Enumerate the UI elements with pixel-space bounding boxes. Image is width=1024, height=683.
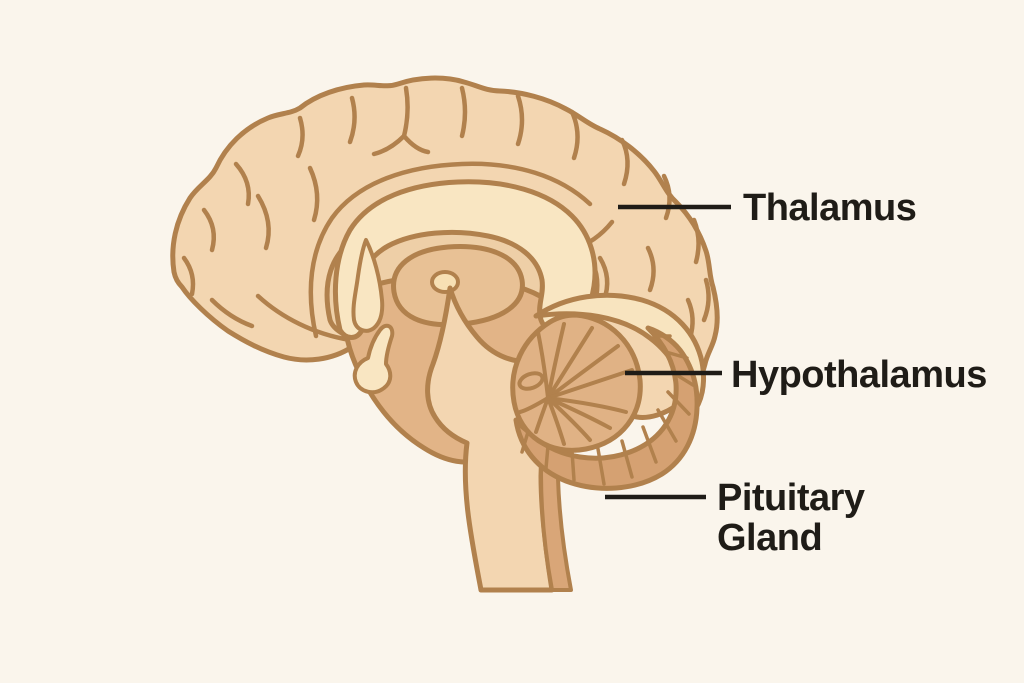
arbor-line bbox=[534, 396, 550, 434]
arbor-line bbox=[546, 344, 620, 400]
sulcus-line bbox=[569, 109, 580, 161]
sulcus-line bbox=[459, 85, 468, 139]
band-stripe-line bbox=[520, 430, 530, 454]
cingulate-sulcus-line bbox=[308, 161, 593, 339]
interthalamic-adhesion-circle bbox=[430, 270, 460, 294]
band-stripe-line bbox=[570, 449, 576, 482]
pituitary-label-line1: Pituitary bbox=[717, 477, 865, 519]
arbor-line bbox=[546, 396, 592, 442]
arbor-loop bbox=[517, 371, 545, 391]
band-stripe-line bbox=[666, 390, 691, 416]
sulcus-line bbox=[401, 133, 431, 155]
sulcus-line bbox=[307, 165, 320, 223]
pituitary-label-line2: Gland bbox=[717, 517, 822, 559]
arbor-line bbox=[546, 396, 566, 446]
sulcus-line bbox=[619, 137, 630, 187]
sulcus-line bbox=[661, 173, 672, 221]
sulcus-line bbox=[181, 255, 196, 297]
band-stripe-line bbox=[664, 350, 689, 360]
band-stripe-line bbox=[641, 425, 658, 464]
sulcus-line bbox=[401, 85, 410, 139]
tentorium-shape bbox=[533, 292, 707, 417]
band-stripe-line bbox=[544, 444, 550, 470]
arbor-line bbox=[546, 368, 634, 400]
cerebellum-group bbox=[510, 292, 707, 491]
sulcus-line bbox=[645, 245, 656, 293]
sulcus-line bbox=[515, 93, 525, 147]
pituitary-stalk-shape bbox=[352, 323, 395, 395]
hypothalamus-label: Hypothalamus bbox=[731, 354, 987, 396]
arbor-line bbox=[518, 396, 550, 414]
band-stripe-line bbox=[596, 447, 606, 486]
arbor-line bbox=[546, 396, 612, 430]
sulcus-line bbox=[295, 115, 305, 159]
cerebellum-arbor-vitae-lines bbox=[517, 322, 634, 446]
sulcus-line bbox=[701, 277, 711, 323]
arbor-line bbox=[536, 330, 550, 400]
arbor-line bbox=[546, 326, 594, 400]
sulcus-line bbox=[347, 95, 357, 145]
thalamus-label: Thalamus bbox=[743, 187, 916, 229]
sulcus-line bbox=[201, 207, 216, 253]
cerebellum-band-stripes bbox=[520, 334, 695, 486]
cerebellum-shape bbox=[510, 312, 643, 453]
sulcus-line bbox=[371, 133, 407, 157]
band-stripe-line bbox=[620, 439, 634, 479]
sulcus-line bbox=[209, 297, 255, 329]
sulcus-line bbox=[691, 217, 701, 265]
sulcus-line bbox=[255, 193, 271, 251]
fornix-shape bbox=[351, 238, 385, 333]
arbor-line bbox=[546, 322, 566, 400]
sulci-lines bbox=[181, 85, 711, 348]
band-stripe-line bbox=[656, 408, 678, 443]
labels-group: Thalamus Hypothalamus Pituitary Gland bbox=[605, 187, 987, 559]
sulcus-line bbox=[233, 161, 251, 207]
arbor-line bbox=[546, 396, 628, 414]
